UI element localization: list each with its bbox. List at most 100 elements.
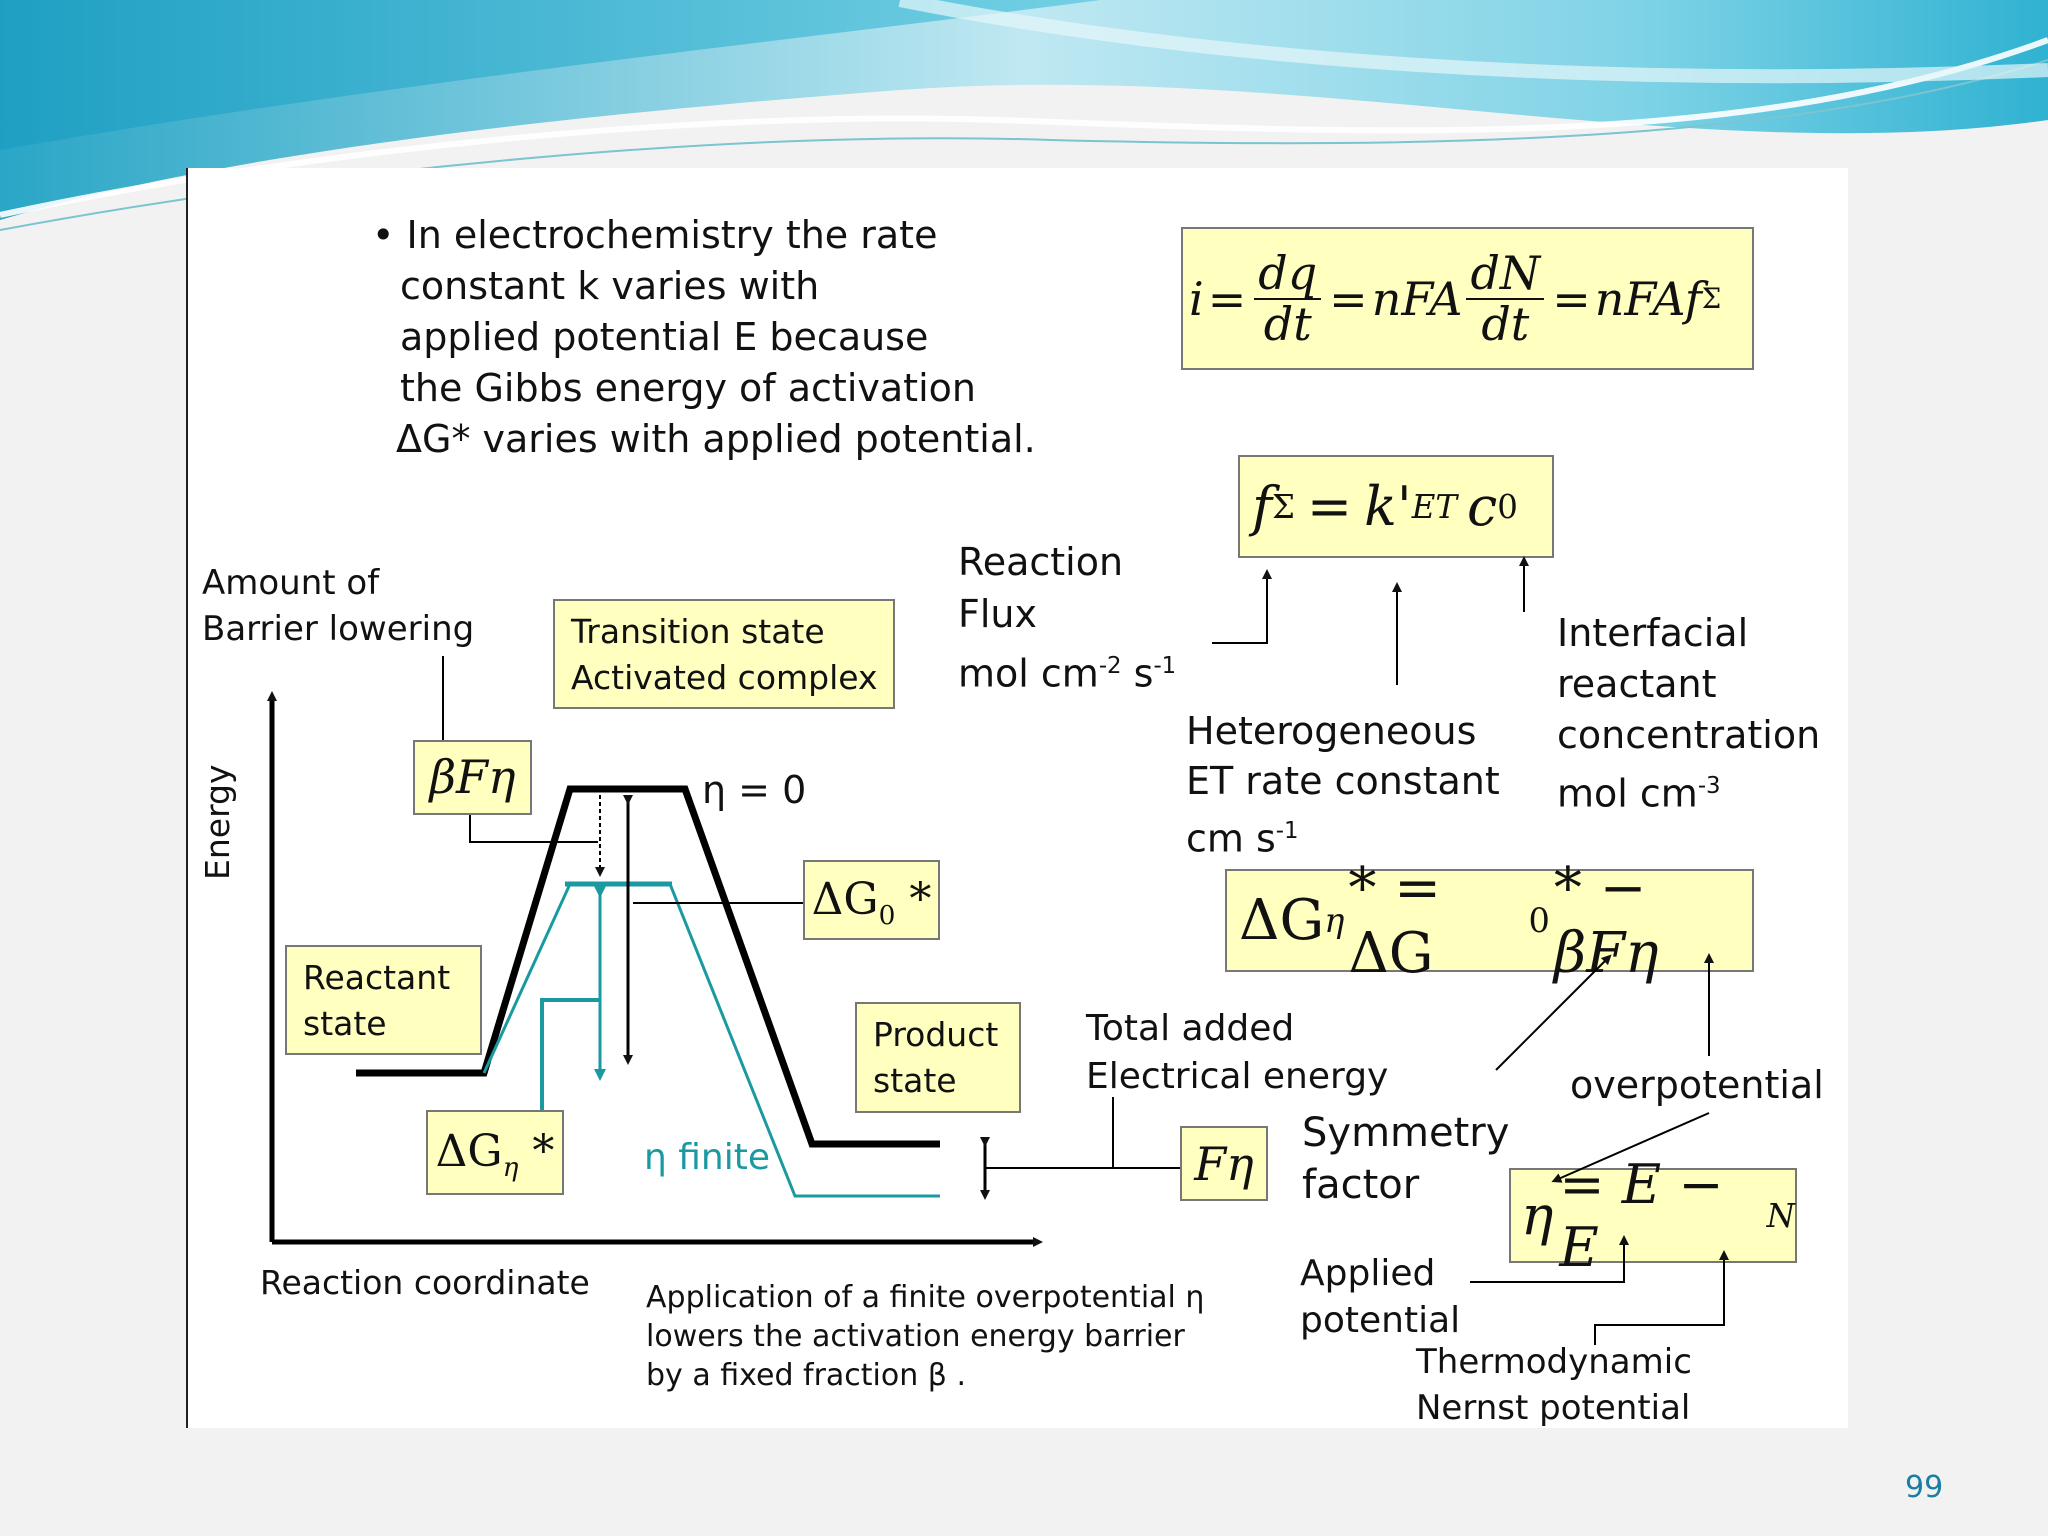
caption: Application of a finite overpotential η … (646, 1278, 1204, 1395)
flux-c: c (1466, 475, 1498, 538)
eq-nfa: nFA (1371, 271, 1463, 326)
units-base: mol cm (1557, 771, 1698, 816)
product-state-box: Product state (855, 1002, 1021, 1113)
label-line: Amount of (202, 563, 380, 603)
flux-zero: 0 (1497, 487, 1518, 526)
label-line: ET rate constant (1186, 759, 1500, 803)
flux-k: k' (1364, 475, 1412, 538)
eta-finite-label: η finite (644, 1137, 770, 1178)
applied-potential-arrow (1470, 1235, 1629, 1283)
reaction-coordinate-label: Reaction coordinate (260, 1263, 590, 1302)
bullet-text: • In electrochemistry the rate constant … (372, 210, 1036, 465)
dg0-base: ΔG (811, 874, 879, 925)
units-base: cm s (1186, 816, 1276, 861)
units-mid: s (1121, 651, 1154, 696)
label-line: Thermodynamic (1416, 1342, 1692, 1382)
beta-leader (469, 815, 598, 843)
label-line: Product (873, 1015, 999, 1054)
bullet-line: applied potential E because (400, 315, 929, 359)
flux-sigma: Σ (1272, 487, 1295, 526)
symmetry-arrow (1495, 954, 1612, 1071)
label-line: state (873, 1061, 957, 1100)
eq-i: i (1189, 271, 1204, 326)
op-n: N (1766, 1196, 1795, 1235)
label-line: Symmetry (1302, 1110, 1510, 1156)
symmetry-factor-label: Symmetry factor (1302, 1107, 1509, 1211)
flux-arrow (1212, 569, 1272, 644)
eq-sign: = (1207, 271, 1247, 326)
overpotential-label: overpotential (1570, 1063, 1824, 1107)
units-exp: -2 (1098, 653, 1122, 679)
gibbs-eta-sub: η (1324, 901, 1345, 940)
dgeta-star: * (518, 1126, 555, 1177)
caption-line: lowers the activation energy barrier (646, 1319, 1185, 1354)
applied-potential-label: Applied potential (1300, 1250, 1460, 1344)
label-line: concentration (1557, 713, 1821, 757)
caption-line: by a fixed fraction β . (646, 1358, 967, 1393)
barrier-lowering-label: Amount of Barrier lowering (202, 560, 474, 652)
gibbs-dg: ΔG (1239, 888, 1325, 953)
gibbs-star: * = ΔG (1348, 855, 1442, 986)
eq-nfaf: nFAf (1594, 271, 1702, 326)
label-line: Reactant (303, 958, 451, 997)
total-added-label: Total added Electrical energy (1086, 1005, 1388, 1101)
dgeta-base: ΔG (435, 1126, 503, 1177)
profile-eta-finite (482, 882, 940, 1198)
f-eta-text: Fη (1194, 1137, 1254, 1191)
eq-sign: = (1552, 271, 1591, 326)
eq-sigma: Σ (1701, 282, 1722, 315)
f-eta-box: Fη (1180, 1126, 1268, 1201)
label-line: Transition state (571, 612, 825, 651)
label-line: Activated complex (571, 658, 878, 697)
page-number: 99 (1905, 1470, 1943, 1505)
flux-units: mol cm-2 s-1 (958, 640, 1176, 700)
eq-sign: = (1329, 271, 1368, 326)
heterogeneous-label: Heterogeneous ET rate constant cm s-1 (1186, 706, 1500, 864)
label-line: reactant (1557, 662, 1717, 706)
bullet-line: ΔG* varies with applied potential. (396, 417, 1036, 461)
overpotential-arrow-eta (1551, 1112, 1710, 1183)
dg0-star-box: ΔG0 * (803, 860, 940, 940)
label-line: Reaction (958, 540, 1124, 584)
profile-eta-zero (356, 785, 940, 1148)
label-line: Barrier lowering (202, 609, 475, 649)
label-line: state (303, 1004, 387, 1043)
units-exp: -3 (1697, 773, 1721, 799)
bullet-line: constant k varies with (400, 264, 820, 308)
flux-f: f (1252, 475, 1272, 538)
nernst-arrow (1594, 1250, 1729, 1345)
eq-dt: dt (1481, 296, 1530, 351)
op-eta: η (1521, 1184, 1554, 1247)
interfacial-label: Interfacial reactant concentration mol c… (1557, 608, 1820, 820)
bullet-line: • In electrochemistry the rate (372, 213, 938, 257)
units-base: mol cm (958, 651, 1099, 696)
reaction-flux-label: Reaction Flux mol cm-2 s-1 (958, 536, 1176, 700)
label-line: Total added (1086, 1008, 1295, 1049)
units-exp: -1 (1275, 818, 1299, 844)
eq-dn: dN (1466, 249, 1545, 300)
gibbs-zero: 0 (1528, 901, 1550, 940)
dgeta-star-box: ΔGη * (426, 1110, 564, 1195)
eq-dq: dq (1254, 249, 1322, 300)
dg0-sub: 0 (878, 899, 896, 931)
label-line: Flux (958, 592, 1037, 636)
dgeta-sub: η (502, 1151, 519, 1183)
flux-eq: = (1306, 475, 1353, 538)
label-line: η finite (644, 1137, 771, 1178)
page-number-text: 99 (1905, 1470, 1944, 1505)
dgeta-leader (540, 998, 600, 1110)
beta-f-eta-text: βFη (429, 750, 516, 804)
label-line: potential (1300, 1300, 1461, 1341)
label-line: Applied (1300, 1253, 1436, 1294)
label-line: Nernst potential (1416, 1388, 1691, 1428)
dg0-star: * (895, 874, 932, 925)
transition-state-box: Transition state Activated complex (553, 599, 895, 709)
label-line: Heterogeneous (1186, 709, 1477, 753)
label-line: η = 0 (702, 768, 807, 812)
